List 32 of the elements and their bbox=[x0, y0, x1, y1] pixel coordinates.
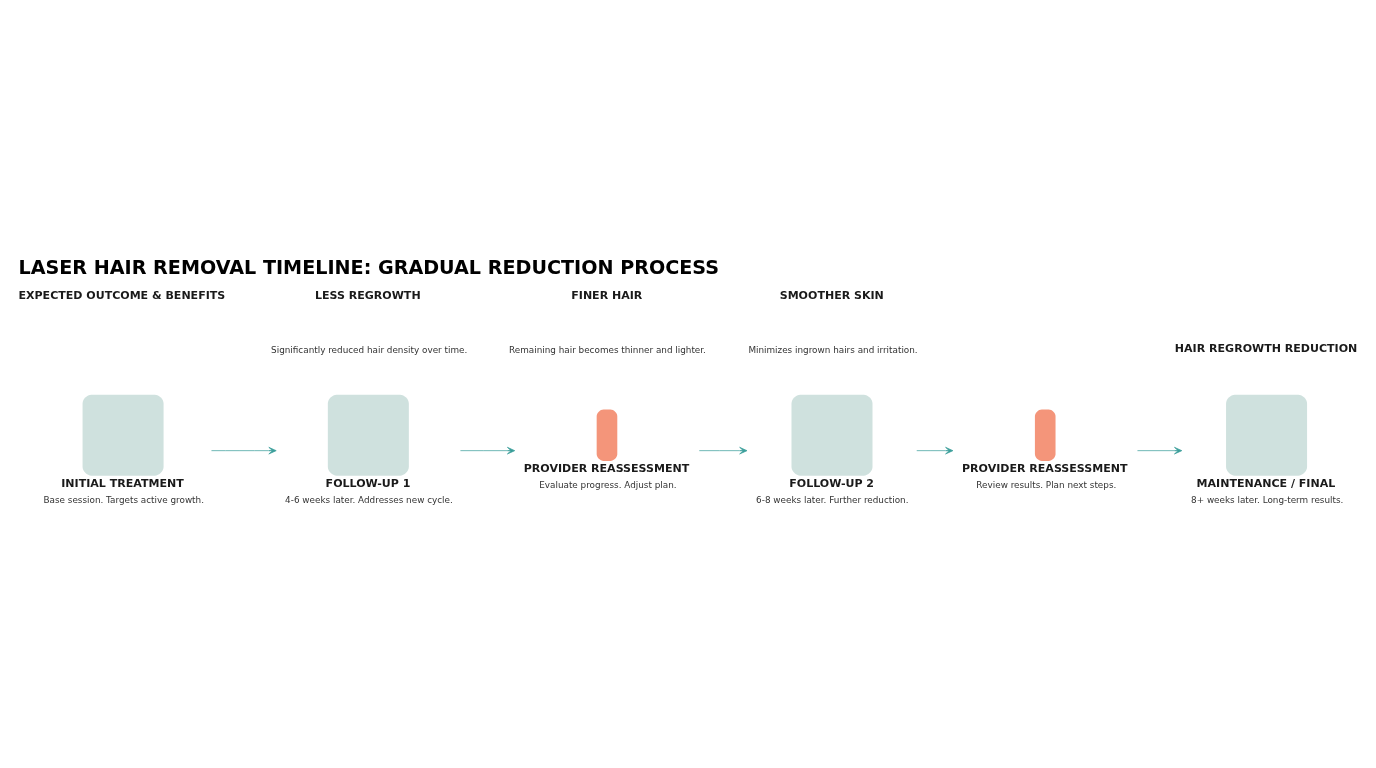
node-box bbox=[596, 409, 618, 461]
label: SMOOTHER SKIN bbox=[779, 289, 884, 303]
arrow bbox=[916, 446, 954, 455]
node-label: 4-6 weeks later. Addresses new cycle. bbox=[285, 494, 453, 505]
arrow bbox=[460, 446, 516, 455]
node-box bbox=[82, 394, 164, 476]
node-label: INITIAL TREATMENT bbox=[61, 476, 184, 490]
node-box bbox=[327, 394, 409, 476]
label: FINER HAIR bbox=[571, 289, 643, 303]
node-box bbox=[1226, 394, 1308, 476]
node-label: Review results. Plan next steps. bbox=[976, 479, 1117, 490]
label: Significantly reduced hair density over time. bbox=[271, 344, 468, 355]
label: LESS REGROWTH bbox=[314, 289, 421, 303]
label: HAIR REGROWTH REDUCTION bbox=[1174, 342, 1358, 356]
label: EXPECTED OUTCOME & BENEFITS bbox=[18, 289, 226, 303]
node-label: PROVIDER REASSESSMENT bbox=[961, 462, 1128, 476]
arrow bbox=[211, 446, 277, 455]
node-label: Evaluate progress. Adjust plan. bbox=[539, 479, 677, 490]
arrow bbox=[698, 446, 748, 455]
node-label: FOLLOW-UP 2 bbox=[789, 476, 875, 490]
node-label: FOLLOW-UP 1 bbox=[325, 476, 411, 490]
node-label: Base session. Targets active growth. bbox=[43, 494, 205, 505]
node-label: PROVIDER REASSESSMENT bbox=[523, 462, 690, 476]
label: Minimizes ingrown hairs and irritation. bbox=[748, 344, 918, 355]
node-label: 8+ weeks later. Long-term results. bbox=[1191, 494, 1344, 505]
arrow bbox=[1137, 446, 1183, 455]
node-box bbox=[1034, 409, 1056, 461]
label: Remaining hair becomes thinner and lighter. bbox=[509, 344, 706, 355]
node-label: MAINTENANCE / FINAL bbox=[1196, 476, 1336, 490]
diagram-title: LASER HAIR REMOVAL TIMELINE: GRADUAL REDUCTION PROCESS bbox=[18, 256, 720, 280]
node-label: 6-8 weeks later. Further reduction. bbox=[756, 494, 909, 505]
node-box bbox=[791, 394, 873, 476]
